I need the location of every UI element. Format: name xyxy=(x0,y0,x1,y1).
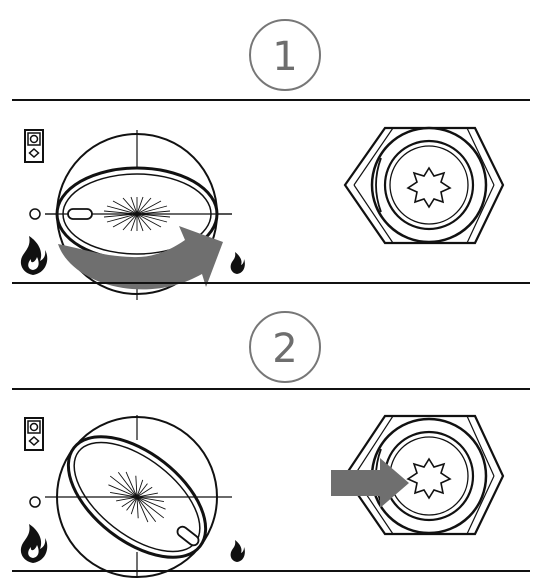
switch-icon xyxy=(24,417,44,451)
off-circle-icon xyxy=(29,208,41,220)
step-1-badge xyxy=(249,19,321,91)
dial-center-burst xyxy=(108,471,166,523)
large-flame-icon xyxy=(20,524,48,563)
small-flame-icon xyxy=(230,252,245,274)
step-1-header: 1 xyxy=(249,19,321,91)
switch-icon xyxy=(24,129,44,163)
torx-screw-icon xyxy=(343,414,505,536)
torx-screw-icon xyxy=(343,126,505,245)
large-flame-icon xyxy=(20,236,48,275)
step-1-number: 1 xyxy=(272,34,297,80)
dial-indicator-slot xyxy=(67,208,93,220)
gas-knob-step-2 xyxy=(45,415,232,578)
straight-arrow-icon[interactable] xyxy=(331,458,409,508)
dial-center-burst xyxy=(103,196,171,232)
step-2-badge xyxy=(249,311,321,383)
step-2-header: 2 xyxy=(249,311,321,383)
dial-indicator-slot xyxy=(176,525,200,547)
step-2-number: 2 xyxy=(272,326,297,372)
off-circle-icon xyxy=(29,496,41,508)
curved-arrow-icon[interactable] xyxy=(58,226,223,290)
small-flame-icon xyxy=(230,540,245,562)
